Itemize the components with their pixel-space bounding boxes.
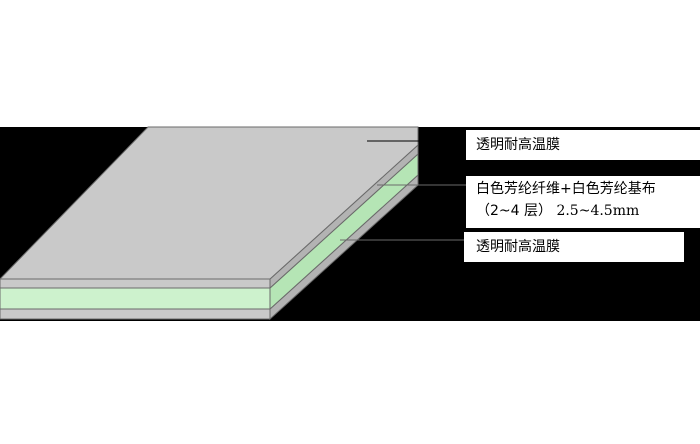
label-top-film: 透明耐高温膜 xyxy=(466,130,700,160)
label-core-line1: 白色芳纶纤维+白色芳纶基布 xyxy=(476,181,656,197)
label-bottom-film: 透明耐高温膜 xyxy=(464,232,684,262)
label-top-film-text: 透明耐高温膜 xyxy=(476,137,560,153)
top-film-front xyxy=(0,278,271,289)
core-layer-front xyxy=(0,287,271,310)
label-core-layers: （2~4 层） xyxy=(476,203,552,219)
label-bottom-film-text: 透明耐高温膜 xyxy=(476,239,560,255)
label-core-line2: （2~4 层） 2.5~4.5mm xyxy=(476,200,700,222)
top-film-top-face xyxy=(0,126,419,280)
label-core-layer: 白色芳纶纤维+白色芳纶基布 （2~4 层） 2.5~4.5mm xyxy=(466,176,700,228)
bottom-film-front xyxy=(0,308,271,320)
label-core-thickness: 2.5~4.5mm xyxy=(556,203,640,219)
